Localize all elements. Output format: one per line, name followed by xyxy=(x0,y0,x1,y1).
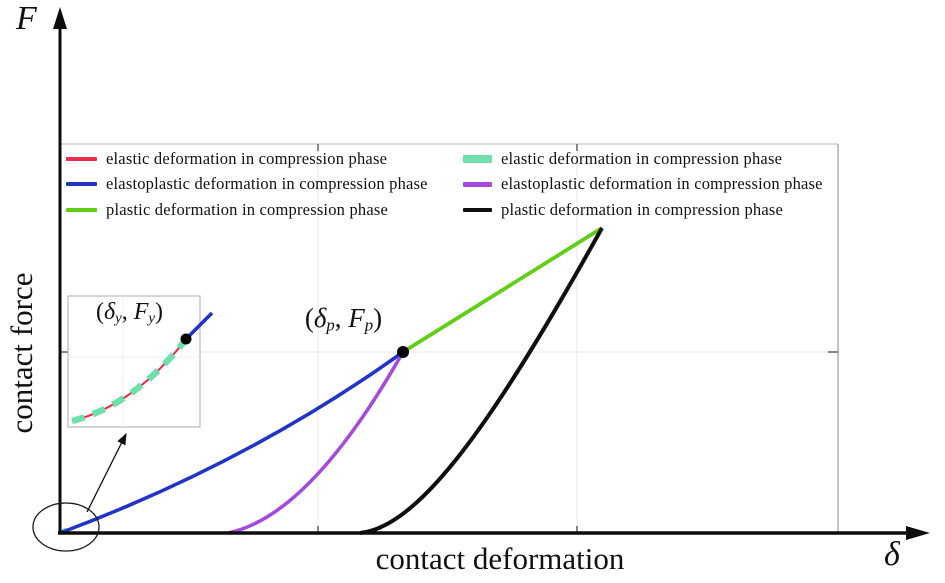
legend-right-column: elastic deformation in compression phase… xyxy=(463,146,823,223)
legend-swatch-blue-line-icon xyxy=(66,182,97,187)
y-axis-arrowhead-icon xyxy=(53,7,67,29)
curve-plastic-black xyxy=(359,227,604,535)
legend-left-column: elastic deformation in compression phase… xyxy=(66,146,428,223)
legend-swatch-green-line-icon xyxy=(66,207,97,212)
annotation-text-part: ) xyxy=(155,299,164,325)
annotation-text-part: F xyxy=(133,299,149,325)
x-axis xyxy=(58,526,930,540)
origin-highlight-ellipse xyxy=(32,502,100,552)
peak-point-marker xyxy=(397,346,409,358)
annotation-text-part: y xyxy=(148,310,156,327)
curve-plastic-green xyxy=(401,226,604,354)
zoom-callout-arrow xyxy=(86,432,127,513)
inset-dot-markers-group xyxy=(180,333,192,345)
legend-label: plastic deformation in compression phase xyxy=(106,199,389,219)
main-dot-markers-group xyxy=(397,346,409,358)
inset-box xyxy=(67,295,201,428)
legend-label: elastoplastic deformation in compression… xyxy=(501,174,823,194)
legend-swatch-black-line-icon xyxy=(463,207,492,212)
peak-point-annotation: (δp, Fp) xyxy=(281,303,406,336)
annotation-text-part: , xyxy=(334,303,349,333)
annotation-text-part: δ xyxy=(103,299,116,325)
annotation-text-part: F xyxy=(348,303,365,333)
annotation-text-part: y xyxy=(115,310,122,327)
curve-elastoplastic-purple xyxy=(227,351,405,535)
annotation-text-part: p xyxy=(326,315,335,335)
x-axis-symbol: δ xyxy=(884,536,900,573)
legend-item-elastoplastic-purple: elastoplastic deformation in compression… xyxy=(463,172,823,198)
legend-item-plastic-loading: plastic deformation in compression phase xyxy=(66,197,428,223)
curve-elastoplastic-blue xyxy=(59,350,405,535)
annotation-text-part: δ xyxy=(313,303,327,333)
annotation-text-part: ) xyxy=(373,303,383,333)
annotation-text-part: p xyxy=(364,315,374,335)
legend-label: elastoplastic deformation in compression… xyxy=(106,174,428,194)
inset-gridlines xyxy=(68,296,200,427)
annotation-text-part: , xyxy=(121,299,134,325)
y-axis xyxy=(53,7,67,533)
inset-curves-group xyxy=(71,311,214,425)
legend-item-plastic-black: plastic deformation in compression phase xyxy=(463,197,823,223)
inset-elastic-mint-dashes xyxy=(71,336,190,425)
annotation-text-part: ( xyxy=(95,299,104,325)
yield-point-marker xyxy=(180,333,192,345)
legend-item-elastic-loading: elastic deformation in compression phase xyxy=(66,146,428,172)
legend-item-elastic-mint: elastic deformation in compression phase xyxy=(463,146,823,172)
x-axis-label: contact deformation xyxy=(375,541,625,576)
y-axis-label: contact force xyxy=(4,272,39,434)
x-axis-arrowhead-icon xyxy=(906,526,930,540)
legend-label: plastic deformation in compression phase xyxy=(501,199,784,219)
yield-point-annotation: (δy, Fy) xyxy=(77,299,182,327)
annotation-text-part: ( xyxy=(304,303,314,333)
legend-swatch-purple-line-icon xyxy=(463,181,492,187)
legend-swatch-mint-dash-icon xyxy=(463,154,492,163)
legend-label: elastic deformation in compression phase xyxy=(106,148,388,168)
y-axis-symbol: F xyxy=(16,0,37,37)
legend-swatch-red-line-icon xyxy=(66,157,97,161)
legend-item-elastoplastic-loading: elastoplastic deformation in compression… xyxy=(66,172,428,198)
legend-label: elastic deformation in compression phase xyxy=(501,148,783,168)
inset-elastoplastic-blue xyxy=(184,311,214,341)
